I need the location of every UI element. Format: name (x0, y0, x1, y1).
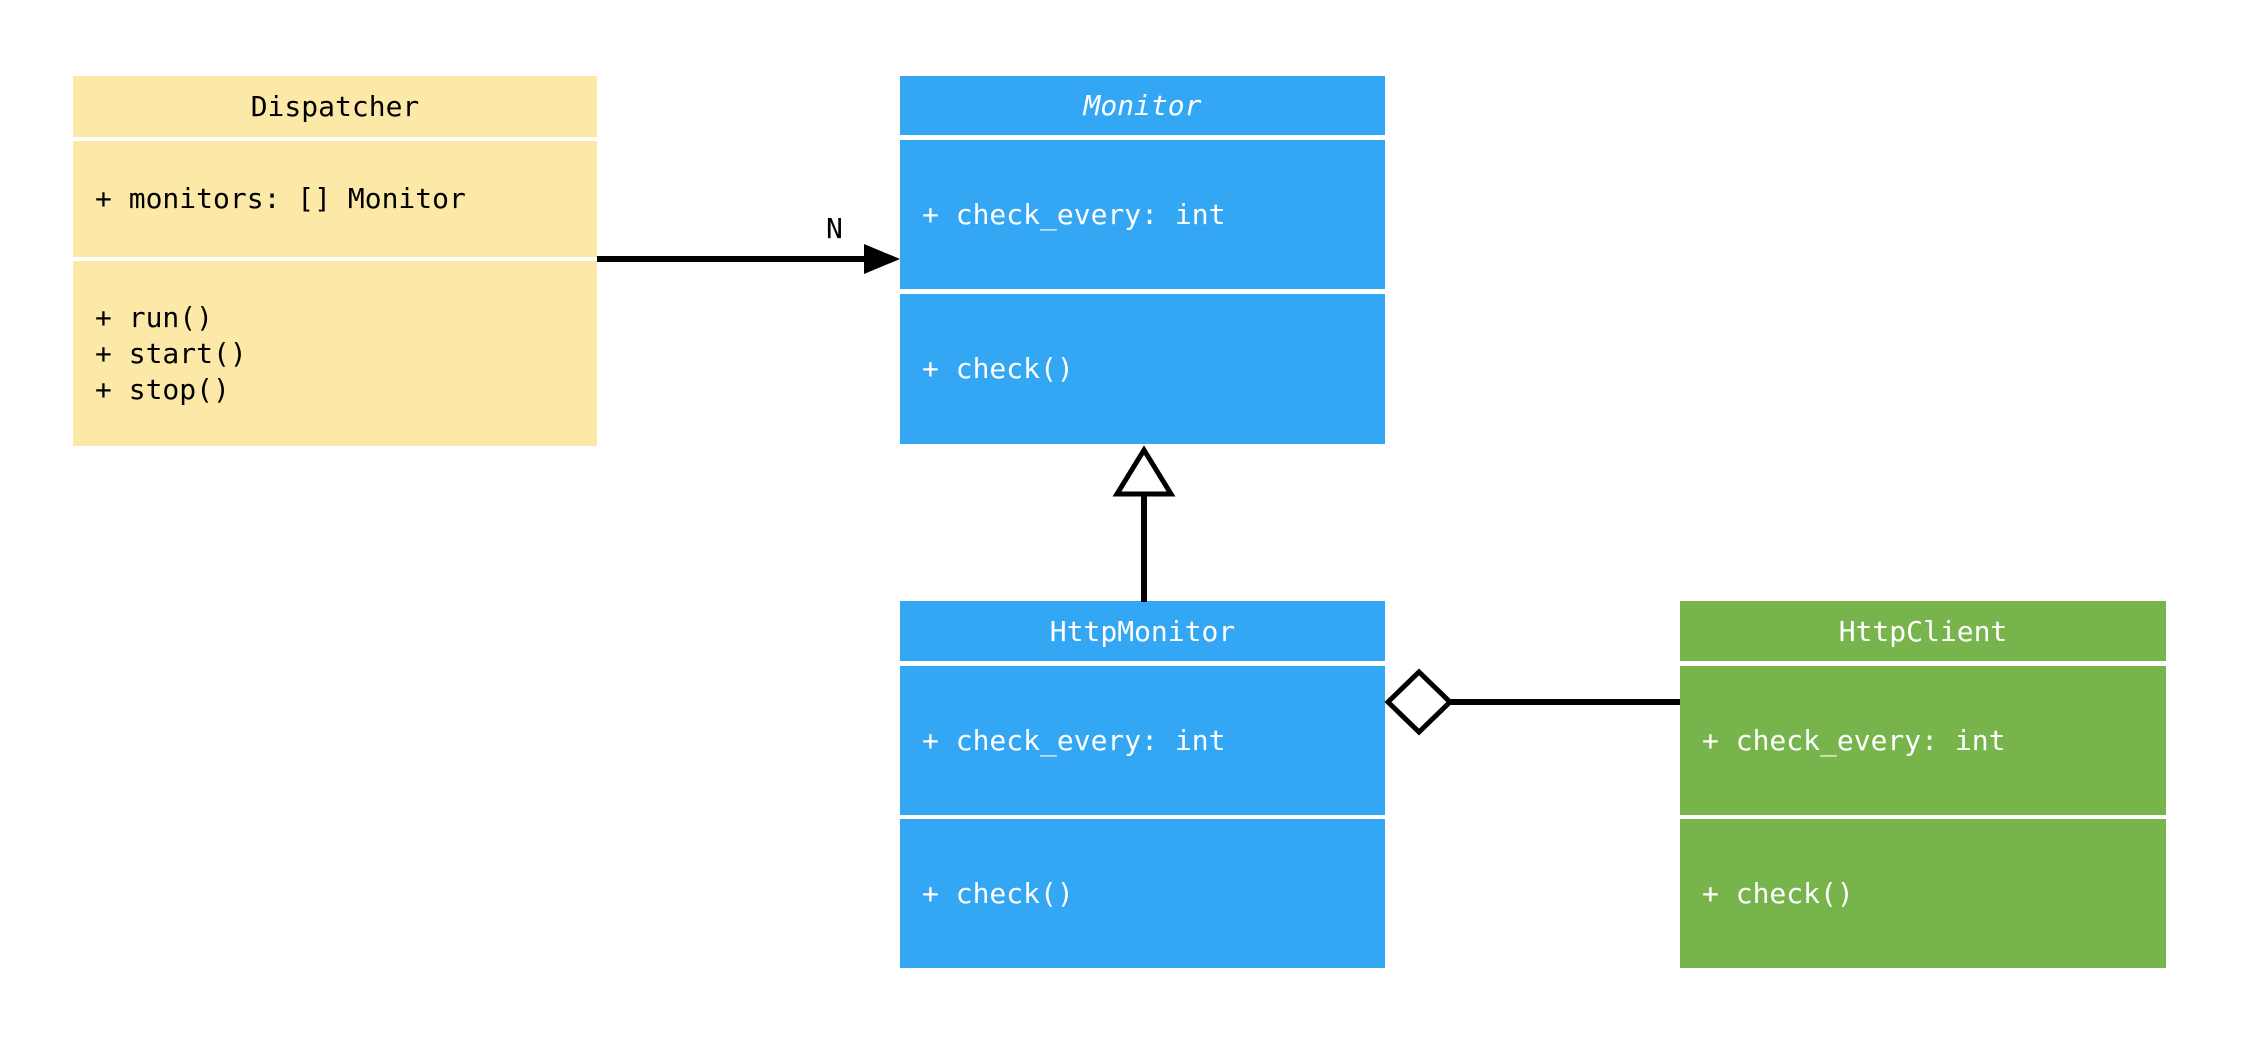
class-httpmonitor-methods: + check() (900, 819, 1385, 968)
class-dispatcher-methods: + run() + start() + stop() (73, 261, 597, 446)
class-dispatcher-attributes: + monitors: [] Monitor (73, 141, 597, 257)
arrowhead-icon (864, 244, 900, 274)
attribute-line: + monitors: [] Monitor (95, 182, 466, 215)
class-httpclient-attributes: + check_every: int (1680, 666, 2166, 815)
class-monitor-attributes: + check_every: int (900, 140, 1385, 289)
method-line: + start() (95, 336, 247, 370)
class-httpclient-title: HttpClient (1680, 601, 2166, 661)
attribute-line: + check_every: int (1702, 723, 2006, 757)
method-line: + check() (922, 876, 1074, 910)
hollow-triangle-icon (1112, 445, 1176, 497)
hollow-diamond-icon (1384, 668, 1454, 736)
class-monitor-methods: + check() (900, 294, 1385, 444)
multiplicity-label: N (826, 212, 843, 245)
method-line: + check() (922, 352, 1074, 385)
method-line: + run() (95, 300, 214, 334)
class-monitor-title: Monitor (900, 76, 1385, 135)
method-line: + check() (1702, 876, 1854, 910)
inheritance-arrow (1112, 445, 1176, 602)
attribute-line: + check_every: int (922, 197, 1226, 231)
class-monitor: Monitor + check_every: int + check() (900, 76, 1385, 444)
class-httpmonitor-attributes: + check_every: int (900, 666, 1385, 815)
aggregation-connector (1384, 668, 1680, 736)
class-httpclient-methods: + check() (1680, 819, 2166, 968)
class-dispatcher-title: Dispatcher (73, 76, 597, 137)
class-httpmonitor: HttpMonitor + check_every: int + check() (900, 601, 1385, 968)
attribute-line: + check_every: int (922, 723, 1226, 757)
association-arrow (597, 244, 900, 274)
class-dispatcher: Dispatcher + monitors: [] Monitor + run(… (73, 76, 597, 446)
method-line: + stop() (95, 372, 230, 406)
class-httpclient: HttpClient + check_every: int + check() (1680, 601, 2166, 968)
class-httpmonitor-title: HttpMonitor (900, 601, 1385, 661)
